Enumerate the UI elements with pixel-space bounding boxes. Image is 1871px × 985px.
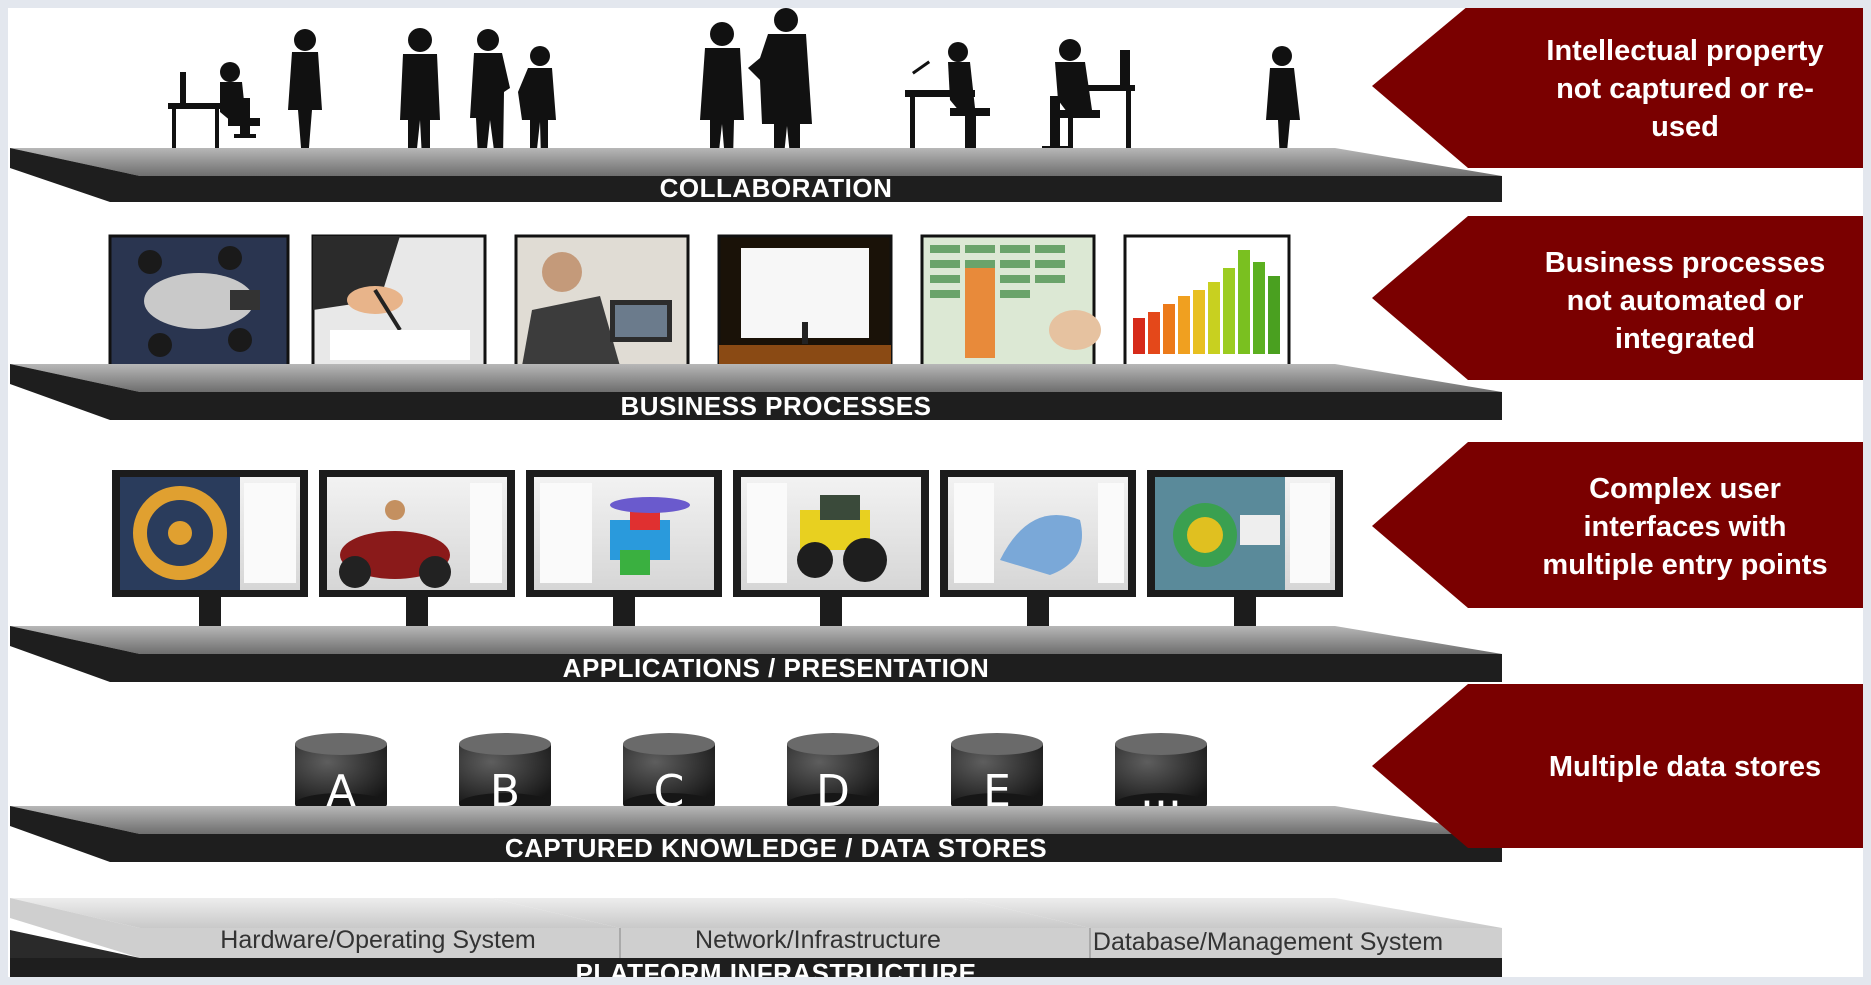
meeting-photo — [108, 234, 290, 368]
business-processes-shelf: BUSINESS PROCESSES — [10, 364, 1502, 421]
bar-graph-photo — [1123, 234, 1291, 368]
callout-1-line-1: Intellectual property — [1546, 35, 1823, 67]
callout-business-processes: Business processes not automated or inte… — [1372, 216, 1871, 380]
presentation-screen-photo — [717, 234, 893, 368]
applications-label: APPLICATIONS / PRESENTATION — [563, 653, 990, 683]
callout-2-line-1: Business processes — [1545, 247, 1825, 279]
infrastructure-network-label: Network/Infrastructure — [695, 926, 941, 954]
business-process-photos — [108, 234, 1291, 368]
standing-person-icon — [1266, 46, 1300, 162]
standing-person-icon — [288, 29, 322, 160]
callout-complex-interfaces: Complex user interfaces with multiple en… — [1372, 442, 1871, 608]
infrastructure-hardware-label: Hardware/Operating System — [220, 926, 535, 954]
database-cylinders: A B C D E ... — [295, 733, 1207, 817]
callout-3-line-2: interfaces with — [1583, 511, 1786, 543]
callout-1-line-2: not captured or re- — [1556, 73, 1814, 105]
signing-document-photo — [311, 234, 487, 368]
callout-3-line-3: multiple entry points — [1542, 549, 1827, 581]
collaboration-shelf: COLLABORATION — [10, 148, 1502, 203]
data-stores-shelf: CAPTURED KNOWLEDGE / DATA STORES — [10, 806, 1502, 863]
database-cylinder-a: A — [295, 733, 387, 817]
infrastructure-database-label: Database/Management System — [1093, 928, 1443, 956]
callout-intellectual-property: Intellectual property not captured or re… — [1372, 6, 1871, 168]
monitor-engine-cad — [526, 470, 722, 638]
talking-people-icon — [700, 8, 812, 165]
application-monitors — [112, 470, 1343, 638]
callout-4-line-1: Multiple data stores — [1549, 751, 1821, 783]
database-cylinder-e: E — [951, 733, 1043, 817]
callout-1-line-3: used — [1651, 111, 1719, 143]
callout-2-line-3: integrated — [1615, 323, 1755, 355]
man-with-laptop-photo — [514, 234, 690, 368]
person-at-desk-icon — [168, 62, 260, 155]
database-cylinder-c: C — [623, 733, 715, 817]
monitor-atv-cad — [319, 470, 515, 638]
monitor-wheel-cad — [112, 470, 308, 638]
monitor-surface-cad — [940, 470, 1136, 638]
standing-person-icon — [400, 28, 440, 158]
database-cylinder-b: B — [459, 733, 551, 817]
database-cylinder-d: D — [787, 733, 879, 817]
collaboration-people — [168, 8, 1300, 165]
handshake-people-icon — [470, 29, 556, 158]
platform-label: PLATFORM INFRASTRUCTURE — [576, 958, 977, 985]
callout-2-line-2: not automated or — [1567, 285, 1804, 317]
callout-3-line-1: Complex user — [1589, 473, 1781, 505]
callout-data-stores: Multiple data stores — [1372, 684, 1871, 848]
applications-shelf: APPLICATIONS / PRESENTATION — [10, 626, 1502, 683]
monitor-machining-cad — [1147, 470, 1343, 638]
monitor-tractor-cad — [733, 470, 929, 638]
person-at-desk-icon — [905, 42, 994, 155]
platform-infrastructure: Hardware/Operating System Network/Infras… — [10, 898, 1502, 985]
person-at-computer-icon — [1042, 39, 1135, 155]
database-cylinder-more: ... — [1115, 733, 1207, 817]
business-processes-label: BUSINESS PROCESSES — [621, 391, 932, 421]
collaboration-label: COLLABORATION — [660, 173, 893, 203]
data-stores-label: CAPTURED KNOWLEDGE / DATA STORES — [505, 833, 1047, 863]
spreadsheet-photo — [920, 234, 1101, 368]
